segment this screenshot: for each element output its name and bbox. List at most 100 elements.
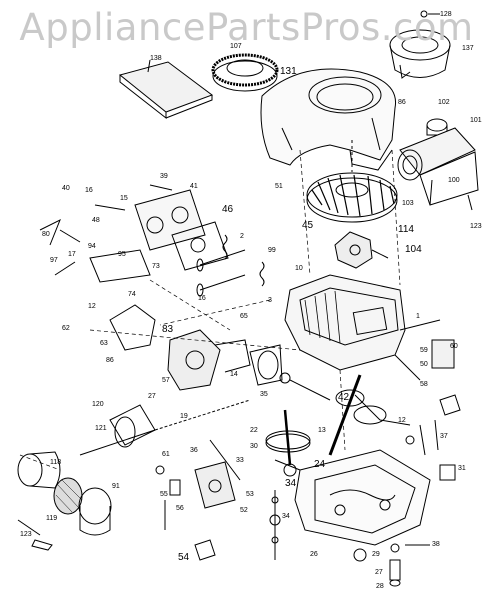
part-blower-housing (260, 68, 397, 171)
part-crankshaft (328, 374, 411, 456)
callout-55: 55 (160, 491, 168, 498)
callout-86b: 86 (106, 357, 114, 364)
part-breather (39, 218, 151, 283)
callout-19: 19 (180, 413, 188, 420)
callout-3: 3 (268, 297, 272, 304)
callout-91: 91 (112, 483, 120, 490)
callout-62: 62 (62, 325, 70, 332)
callout-37: 37 (440, 433, 448, 440)
callout-119: 119 (46, 515, 57, 522)
callout-86: 86 (398, 99, 406, 106)
callout-100: 100 (448, 177, 460, 184)
callout-10: 10 (295, 265, 303, 272)
callout-137: 137 (462, 45, 474, 52)
callout-138: 138 (150, 55, 162, 62)
callout-38: 38 (432, 541, 440, 548)
callout-107: 107 (230, 43, 242, 50)
callout-83: 83 (162, 324, 174, 335)
callout-12b: 12 (398, 417, 406, 424)
part-camshaft (265, 409, 311, 466)
callout-42: 42 (338, 392, 350, 403)
callout-123: 123 (470, 223, 482, 230)
callout-28: 28 (376, 583, 384, 590)
callout-121: 121 (95, 425, 107, 432)
part-governor (155, 439, 241, 561)
callout-17: 17 (68, 251, 76, 258)
callout-15: 15 (120, 195, 128, 202)
part-cylinder-head (94, 184, 229, 271)
part-oil-sump (294, 449, 431, 546)
callout-118: 118 (50, 459, 61, 466)
callout-48: 48 (92, 217, 100, 224)
callout-63: 63 (100, 340, 108, 347)
callout-39: 39 (160, 173, 168, 180)
part-flywheel (306, 140, 398, 223)
callout-52: 52 (240, 507, 248, 514)
callout-2: 2 (240, 233, 244, 240)
part-decal-card (118, 59, 214, 120)
part-valves (196, 234, 265, 297)
part-air-cleaner (17, 451, 112, 551)
callout-33: 33 (236, 457, 244, 464)
callout-65: 65 (240, 313, 248, 320)
callout-50: 50 (420, 361, 428, 368)
callout-74: 74 (128, 291, 136, 298)
callout-36: 36 (190, 447, 198, 454)
callout-34b: 34 (282, 513, 290, 520)
callout-73: 73 (152, 263, 160, 270)
callout-131: 131 (280, 66, 297, 77)
callout-120: 120 (92, 401, 104, 408)
part-carburetor (109, 304, 283, 391)
callout-104: 104 (405, 244, 422, 255)
callout-94: 94 (88, 243, 96, 250)
callouts-large: 131 46 45 114 104 83 42 24 54 34 (162, 66, 422, 563)
callout-34: 34 (285, 478, 297, 489)
callout-128: 128 (440, 11, 452, 18)
callout-14: 14 (230, 371, 238, 378)
watermark: AppliancePartsPros.com (19, 6, 474, 49)
callout-102: 102 (438, 99, 450, 106)
callout-16: 16 (85, 187, 93, 194)
callout-16b: 16 (198, 295, 206, 302)
callout-60: 60 (450, 343, 458, 350)
callout-31: 31 (458, 465, 466, 472)
callout-40: 40 (62, 185, 70, 192)
callout-30: 30 (250, 443, 258, 450)
callout-80: 80 (42, 231, 50, 238)
callout-24: 24 (314, 459, 326, 470)
part-ring-gear (211, 53, 279, 92)
callout-35: 35 (260, 391, 268, 398)
part-connecting-rod (274, 372, 331, 477)
callout-27: 27 (148, 393, 156, 400)
callout-13: 13 (318, 427, 326, 434)
callout-57: 57 (162, 377, 170, 384)
callout-123b: 123 (20, 531, 32, 538)
callout-22: 22 (250, 427, 258, 434)
part-engine-block (284, 274, 441, 381)
part-blower-cup (389, 10, 451, 79)
callout-99: 99 (268, 247, 276, 254)
callout-46: 46 (222, 204, 234, 215)
callout-58: 58 (420, 381, 428, 388)
callout-61: 61 (162, 451, 170, 458)
callout-45: 45 (302, 220, 314, 231)
callout-51: 51 (275, 183, 283, 190)
callout-41: 41 (190, 183, 198, 190)
part-air-filter-tube (79, 399, 251, 456)
part-bottom-fasteners (269, 464, 456, 587)
callout-56: 56 (176, 505, 184, 512)
part-muffler (397, 118, 479, 211)
callout-59: 59 (420, 347, 428, 354)
part-right-fittings (405, 339, 461, 456)
callout-54: 54 (178, 552, 190, 563)
callout-1: 1 (416, 313, 420, 320)
callout-27b: 27 (375, 569, 383, 576)
callouts-small: 128 107 137 138 86 102 10 1 51 39 100 103… (20, 11, 482, 590)
callout-29: 29 (372, 551, 380, 558)
callout-12: 12 (88, 303, 96, 310)
callout-114: 114 (398, 224, 414, 235)
callout-103: 103 (402, 200, 414, 207)
callout-26: 26 (310, 551, 318, 558)
